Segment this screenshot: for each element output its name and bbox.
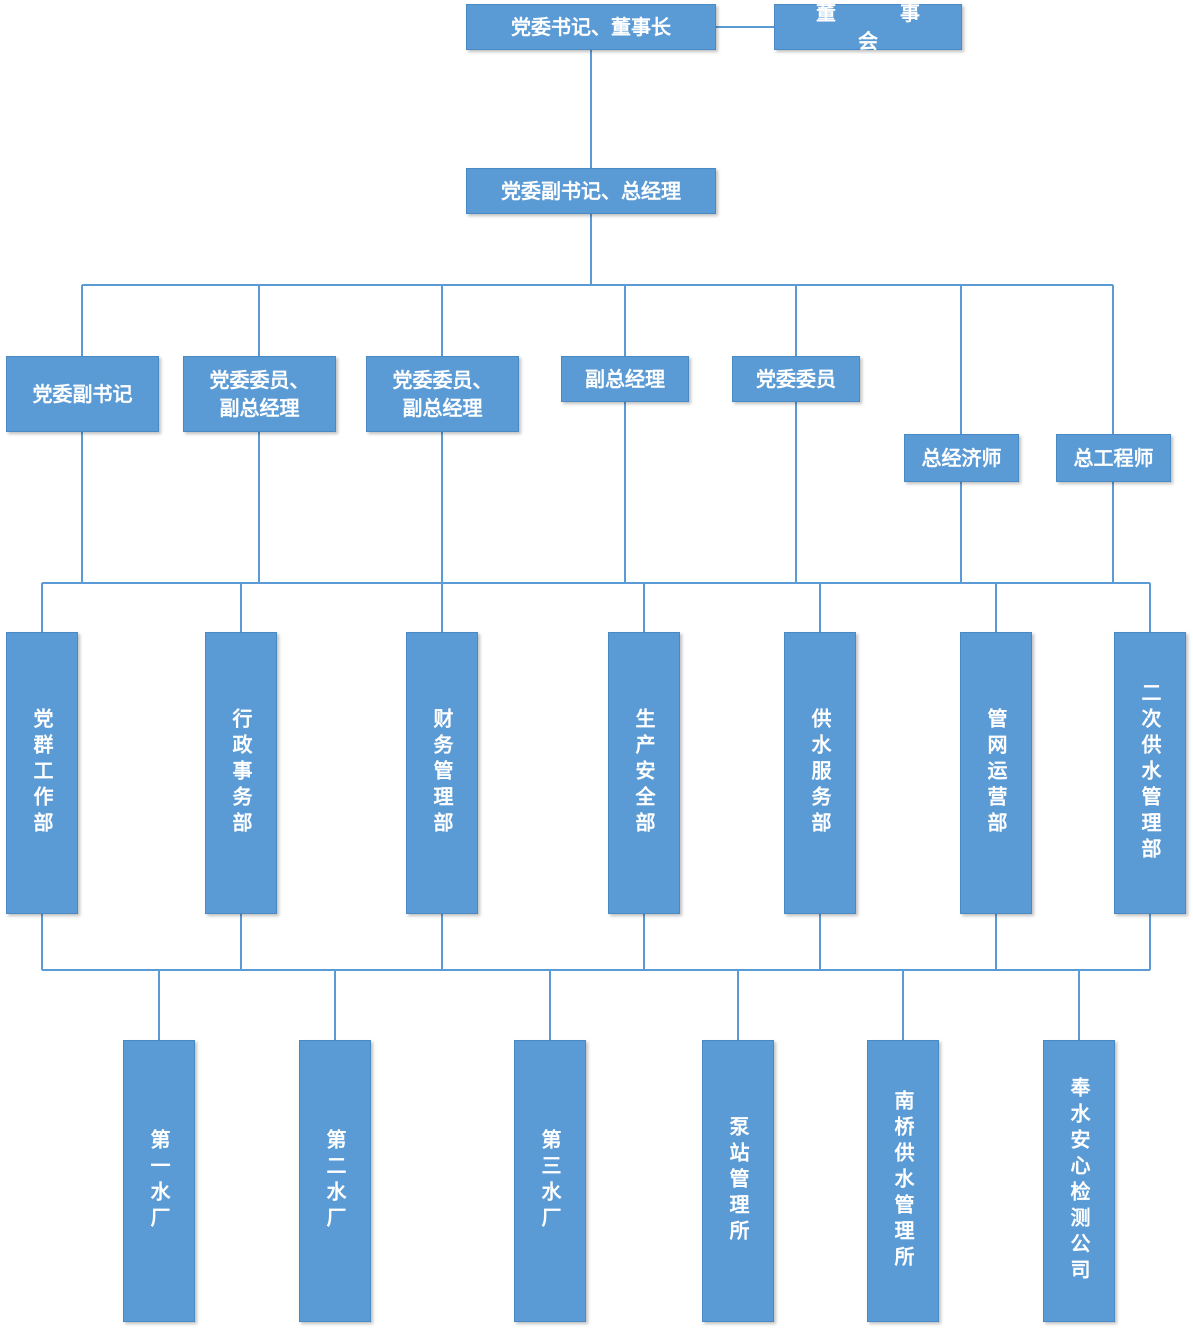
- box-unit-3: 第三水厂: [514, 1040, 586, 1322]
- box-dept-6: 管网运营部: [960, 632, 1032, 914]
- unit-4-label: 泵站管理所: [726, 1116, 750, 1246]
- box-leader-5: 党委委员: [732, 356, 860, 402]
- box-board-label: 董 事 会: [816, 1, 984, 53]
- box-unit-1: 第一水厂: [123, 1040, 195, 1322]
- box-leader-6: 总经济师: [904, 434, 1019, 482]
- dept-1-label: 党群工作部: [30, 708, 54, 838]
- box-dept-2: 行政事务部: [205, 632, 277, 914]
- unit-5-label: 南桥供水管理所: [891, 1090, 915, 1272]
- box-leader-1: 党委副书记: [6, 356, 159, 432]
- dept-2-label: 行政事务部: [229, 708, 253, 838]
- box-leader-2: 党委委员、 副总经理: [183, 356, 336, 432]
- box-unit-6: 奉水安心检测公司: [1043, 1040, 1115, 1322]
- box-dept-4: 生产安全部: [608, 632, 680, 914]
- unit-3-label: 第三水厂: [538, 1129, 562, 1233]
- box-unit-4: 泵站管理所: [702, 1040, 774, 1322]
- box-dept-1: 党群工作部: [6, 632, 78, 914]
- box-dept-7: 二次供水管理部: [1114, 632, 1186, 914]
- leader-1-label: 党委副书记: [32, 382, 133, 406]
- box-chairman: 党委书记、董事长: [466, 4, 716, 50]
- box-dept-5: 供水服务部: [784, 632, 856, 914]
- leader-7-label: 总工程师: [1073, 446, 1154, 470]
- box-chairman-label: 党委书记、董事长: [511, 15, 671, 39]
- box-general-manager-label: 党委副书记、总经理: [501, 179, 681, 203]
- box-leader-4: 副总经理: [561, 356, 689, 402]
- unit-6-label: 奉水安心检测公司: [1067, 1077, 1091, 1285]
- unit-2-label: 第二水厂: [323, 1129, 347, 1233]
- leader-2-label: 党委委员、 副总经理: [209, 368, 310, 420]
- box-dept-3: 财务管理部: [406, 632, 478, 914]
- leader-3-label: 党委委员、 副总经理: [392, 368, 493, 420]
- box-unit-2: 第二水厂: [299, 1040, 371, 1322]
- unit-1-label: 第一水厂: [147, 1129, 171, 1233]
- leader-5-label: 党委委员: [756, 367, 836, 391]
- box-leader-7: 总工程师: [1056, 434, 1171, 482]
- dept-7-label: 二次供水管理部: [1138, 682, 1162, 864]
- box-unit-5: 南桥供水管理所: [867, 1040, 939, 1322]
- box-leader-3: 党委委员、 副总经理: [366, 356, 519, 432]
- leader-4-label: 副总经理: [585, 367, 665, 391]
- dept-3-label: 财务管理部: [430, 708, 454, 838]
- dept-6-label: 管网运营部: [984, 708, 1008, 838]
- dept-4-label: 生产安全部: [632, 708, 656, 838]
- box-board: 董 事 会: [774, 1, 962, 53]
- leader-6-label: 总经济师: [921, 446, 1002, 470]
- dept-5-label: 供水服务部: [808, 708, 832, 838]
- box-general-manager: 党委副书记、总经理: [466, 168, 716, 214]
